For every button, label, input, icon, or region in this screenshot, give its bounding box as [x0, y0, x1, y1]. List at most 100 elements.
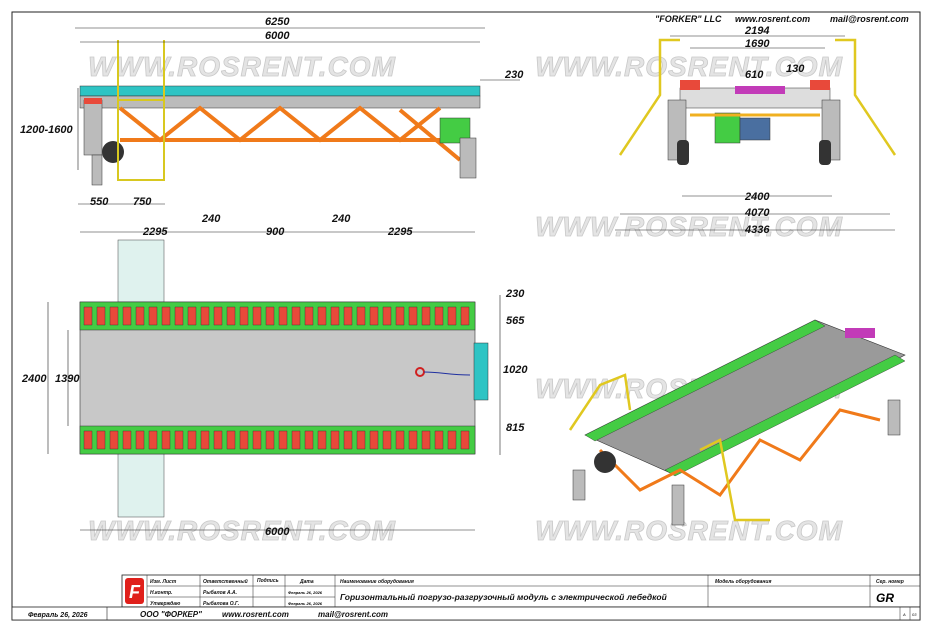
- roller-pad: [447, 430, 457, 450]
- roller-pad: [421, 306, 431, 326]
- header-company: "FORKER" LLC: [655, 14, 722, 24]
- model-label: Модель оборудования: [715, 578, 771, 585]
- roller-pad: [408, 306, 418, 326]
- watermark: WWW.ROSRENT.COM: [535, 211, 843, 242]
- footer-website[interactable]: www.rosrent.com: [222, 610, 289, 619]
- row-control-name: Рыбалов А.А.: [203, 589, 237, 596]
- dim-1690: 1690: [745, 38, 770, 50]
- header-email[interactable]: mail@rosrent.com: [830, 14, 909, 24]
- roller-pad: [356, 306, 366, 326]
- dim-2194: 2194: [744, 25, 769, 37]
- roller-pad: [434, 430, 444, 450]
- dim-frame-length: 6000: [265, 30, 290, 42]
- roller-pad: [187, 306, 197, 326]
- equipment-name-label: Наименование оборудования: [340, 578, 414, 585]
- roller-pad: [460, 430, 470, 450]
- row-control-date: Февраль 26, 2026: [288, 590, 323, 595]
- roller-pad: [408, 430, 418, 450]
- right-stairs: [835, 38, 897, 156]
- header: "FORKER" LLC www.rosrent.com mail@rosren…: [655, 14, 909, 24]
- roller-pad: [135, 306, 145, 326]
- roller-pad: [304, 306, 314, 326]
- equipment-name: Горизонтальный погрузо-разгрузочный моду…: [340, 592, 668, 602]
- roller-pad: [213, 306, 223, 326]
- roller-pad: [304, 430, 314, 450]
- roller-pad: [109, 430, 119, 450]
- leg: [83, 99, 103, 156]
- footer-date: Февраль 26, 2026: [28, 612, 88, 619]
- roller-pad: [291, 306, 301, 326]
- watermark: WWW.ROSRENT.COM: [535, 51, 843, 82]
- dim-edge-565: 565: [506, 315, 525, 327]
- roller-bed: [79, 85, 481, 97]
- roller-pad: [174, 306, 184, 326]
- ramp: [473, 342, 489, 401]
- roller-pad: [343, 306, 353, 326]
- serial-label: Сер. номер: [876, 579, 904, 585]
- roller-pad: [278, 306, 288, 326]
- dim-130: 130: [786, 63, 805, 75]
- wheel: [102, 141, 124, 163]
- roller-pad: [330, 306, 340, 326]
- forker-logo: [125, 578, 144, 604]
- roller-pad: [265, 306, 275, 326]
- dim-ramp-1020: 1020: [503, 364, 528, 376]
- roller-pad: [226, 306, 236, 326]
- end-view: 2194 1690 610 130 2400 4070 4336: [615, 25, 897, 236]
- col-date: Дата: [299, 579, 314, 585]
- dim-front-offset: 550: [90, 196, 109, 208]
- roller-pad: [148, 306, 158, 326]
- roller-pad: [395, 306, 405, 326]
- roller-pad: [291, 430, 301, 450]
- footer-company: ООО "ФОРКЕР": [140, 610, 202, 619]
- roller-pad: [421, 430, 431, 450]
- dim-deck-1390: 1390: [55, 373, 80, 385]
- dim-section-right: 2295: [387, 226, 413, 238]
- plan-view: 2295 240 900 240 2295 230 565 1020 815 2…: [21, 213, 528, 538]
- roller-pad: [226, 430, 236, 450]
- roller-pad: [460, 306, 470, 326]
- roller-pad: [382, 306, 392, 326]
- roller-pad: [369, 306, 379, 326]
- side-view: 6250 6000 230 1200-1600 550 750: [20, 16, 524, 208]
- roller-pad: [96, 430, 106, 450]
- sheet-format: A: [902, 612, 906, 617]
- roller-pad: [187, 430, 197, 450]
- row-control-label: Н.контр.: [150, 590, 173, 596]
- roller-pad: [265, 430, 275, 450]
- roller-pad: [395, 430, 405, 450]
- row-approve-date: Февраль 26, 2026: [288, 601, 323, 606]
- roller-pad: [161, 306, 171, 326]
- roller-pad: [83, 430, 93, 450]
- roller-pad: [135, 430, 145, 450]
- dim-end-offset: 230: [504, 69, 524, 81]
- header-website[interactable]: www.rosrent.com: [735, 14, 810, 24]
- logo-letter: F: [129, 582, 141, 602]
- dim-gap-left: 240: [201, 213, 221, 225]
- truss: [118, 105, 442, 143]
- watermark: WWW.ROSRENT.COM: [88, 515, 396, 546]
- watermark: WWW.ROSRENT.COM: [88, 51, 396, 82]
- roller-pad: [83, 306, 93, 326]
- dim-section-mid: 900: [266, 226, 285, 238]
- dim-length-6000: 6000: [265, 526, 290, 538]
- roller-pad: [382, 430, 392, 450]
- iso-truss: [598, 408, 881, 498]
- roller-pad: [148, 430, 158, 450]
- isometric-view: [568, 319, 906, 526]
- roller-pad: [252, 306, 262, 326]
- left-stairs: [618, 38, 680, 156]
- roller-pad: [174, 430, 184, 450]
- footer-email[interactable]: mail@rosrent.com: [318, 610, 388, 619]
- serial-number: GR: [876, 591, 894, 605]
- stairs-bottom: [117, 451, 165, 518]
- row-approve-label: Утверждаю: [150, 601, 181, 607]
- roller-pad: [252, 430, 262, 450]
- dim-4336: 4336: [744, 224, 770, 236]
- roller-pad: [278, 430, 288, 450]
- row-approve-name: Рыбалова О.Г.: [203, 600, 239, 607]
- dim-4070: 4070: [744, 207, 770, 219]
- roller-pad: [96, 306, 106, 326]
- dim-stairs-width: 750: [133, 196, 152, 208]
